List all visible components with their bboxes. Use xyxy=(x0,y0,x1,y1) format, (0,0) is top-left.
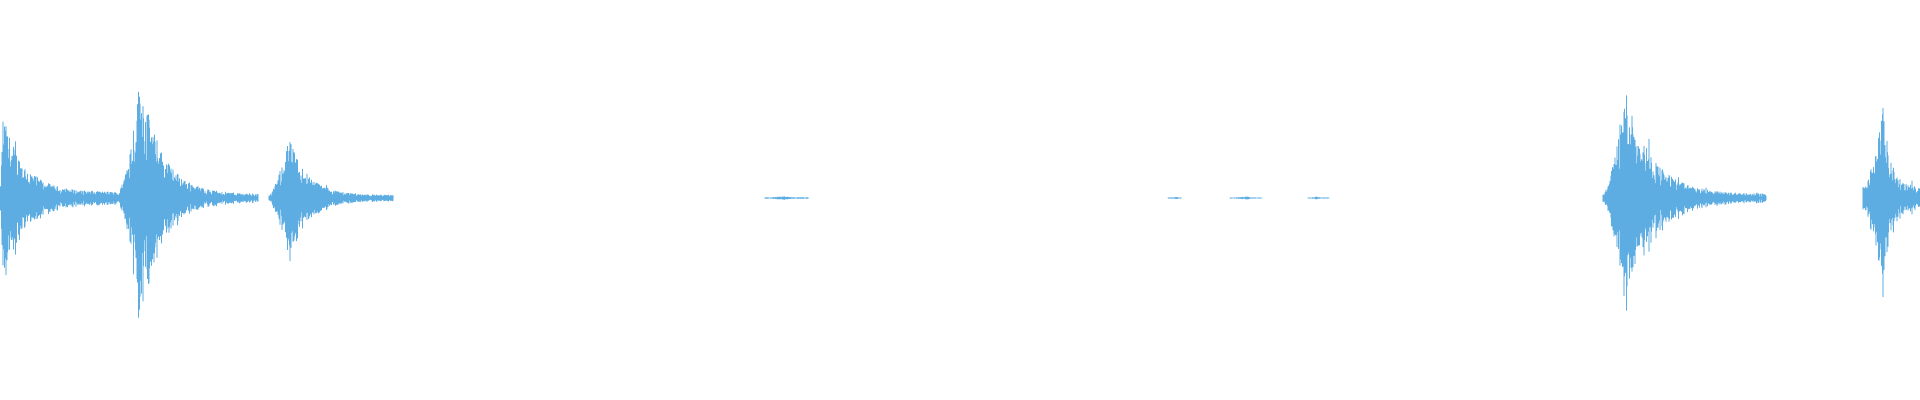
waveform-blip-2 xyxy=(1167,197,1182,199)
waveform-samples xyxy=(1229,196,1263,200)
waveform-blip-3 xyxy=(1229,196,1263,200)
waveform-burst-2 xyxy=(116,91,259,318)
waveform-samples xyxy=(0,121,119,276)
waveform-samples xyxy=(1307,196,1330,200)
waveform-samples xyxy=(1862,108,1920,297)
waveform-burst-3 xyxy=(268,142,394,262)
waveform-samples xyxy=(116,91,259,318)
waveform-burst-4 xyxy=(1602,95,1767,311)
waveform-samples xyxy=(1602,95,1767,311)
waveform-burst-5 xyxy=(1862,108,1920,297)
waveform-blip-4 xyxy=(1307,196,1330,200)
waveform-blip-1 xyxy=(764,196,809,200)
waveform-burst-1 xyxy=(0,121,119,276)
waveform-samples xyxy=(268,142,394,262)
waveform-samples xyxy=(1167,197,1182,199)
waveform-samples xyxy=(764,196,809,200)
